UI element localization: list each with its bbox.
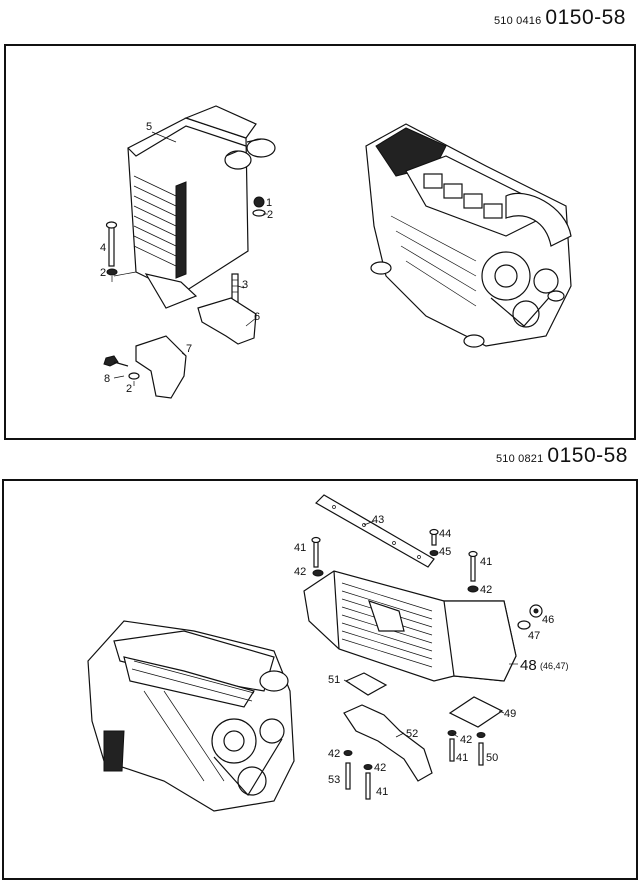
engine-drawing [365, 123, 572, 348]
bolt-41-lower-drawing [363, 764, 373, 800]
callout-2: 2 [126, 383, 132, 395]
callout-1: 1 [266, 197, 272, 209]
callout-46: 46 [542, 614, 554, 626]
callout-42: 42 [460, 734, 472, 746]
callout-48: 48 [520, 657, 537, 674]
callout-42: 42 [480, 584, 492, 596]
charge-air-cooler-drawing [127, 105, 276, 309]
charge-air-cooler-drawing [303, 570, 517, 682]
leader-lines [111, 131, 268, 386]
callout-2: 2 [267, 209, 273, 221]
diagram-panel-charge-air-cooler: 5 1 2 4 2 3 6 7 8 2 [4, 44, 636, 440]
exploded-view-drawing: 5 1 2 4 2 3 6 7 8 2 [100, 105, 572, 399]
elbow-52-drawing [343, 704, 433, 782]
callout-3: 3 [242, 279, 248, 291]
callout-45: 45 [439, 546, 451, 558]
callout-41: 41 [294, 542, 306, 554]
callout-42: 42 [294, 566, 306, 578]
callout-8: 8 [104, 373, 110, 385]
callout-52: 52 [406, 728, 418, 740]
bolt-8-drawing [103, 355, 140, 380]
callout-50: 50 [486, 752, 498, 764]
bolt-44-drawing [429, 528, 439, 556]
bolt-41-right-drawing [467, 550, 479, 593]
fitting-46-47-drawing [517, 604, 543, 630]
callout-48-note: (46,47) [540, 661, 569, 671]
callout-42: 42 [374, 762, 386, 774]
engine-drawing [87, 620, 295, 812]
callout-49: 49 [504, 708, 516, 720]
bracket-6-drawing [197, 297, 257, 345]
bolt-4-drawing [105, 221, 118, 276]
part-number-header: 510 0821 0150-58 [496, 444, 628, 468]
strip-43-drawing [315, 494, 435, 568]
group-number: 0150-58 [547, 444, 628, 467]
stud-3-drawing [231, 273, 239, 303]
bolt-50-drawing [476, 732, 486, 766]
diagram-panel-charge-air-cooler-alt: 43 44 45 41 42 41 42 46 47 48 (46,47) 51… [2, 479, 638, 880]
gasket-49-drawing [448, 696, 504, 728]
callout-41: 41 [480, 556, 492, 568]
catalog-number: 510 0416 [493, 15, 542, 27]
part-number-header: 510 0416 0150-58 [494, 6, 626, 30]
leader-lines [343, 520, 518, 738]
callout-41: 41 [376, 786, 388, 798]
nut-1-drawing [252, 196, 266, 217]
callout-43: 43 [372, 514, 384, 526]
callout-42: 42 [328, 748, 340, 760]
bracket-7-drawing [135, 335, 187, 399]
catalog-number: 510 0821 [495, 453, 544, 465]
callout-6: 6 [254, 311, 260, 323]
gasket-51-drawing [344, 672, 388, 696]
callout-51: 51 [328, 674, 340, 686]
bolt-41-drawing [311, 536, 324, 577]
callout-44: 44 [439, 528, 451, 540]
callout-2: 2 [100, 267, 106, 279]
group-number: 0150-58 [545, 6, 626, 29]
exploded-view-drawing: 43 44 45 41 42 41 42 46 47 48 (46,47) 51… [87, 494, 569, 812]
callout-7: 7 [186, 343, 192, 355]
callout-5: 5 [146, 121, 152, 133]
callout-47: 47 [528, 630, 540, 642]
bolt-53-drawing [343, 750, 353, 790]
callout-41: 41 [456, 752, 468, 764]
callout-4: 4 [100, 242, 106, 254]
callout-53: 53 [328, 774, 340, 786]
